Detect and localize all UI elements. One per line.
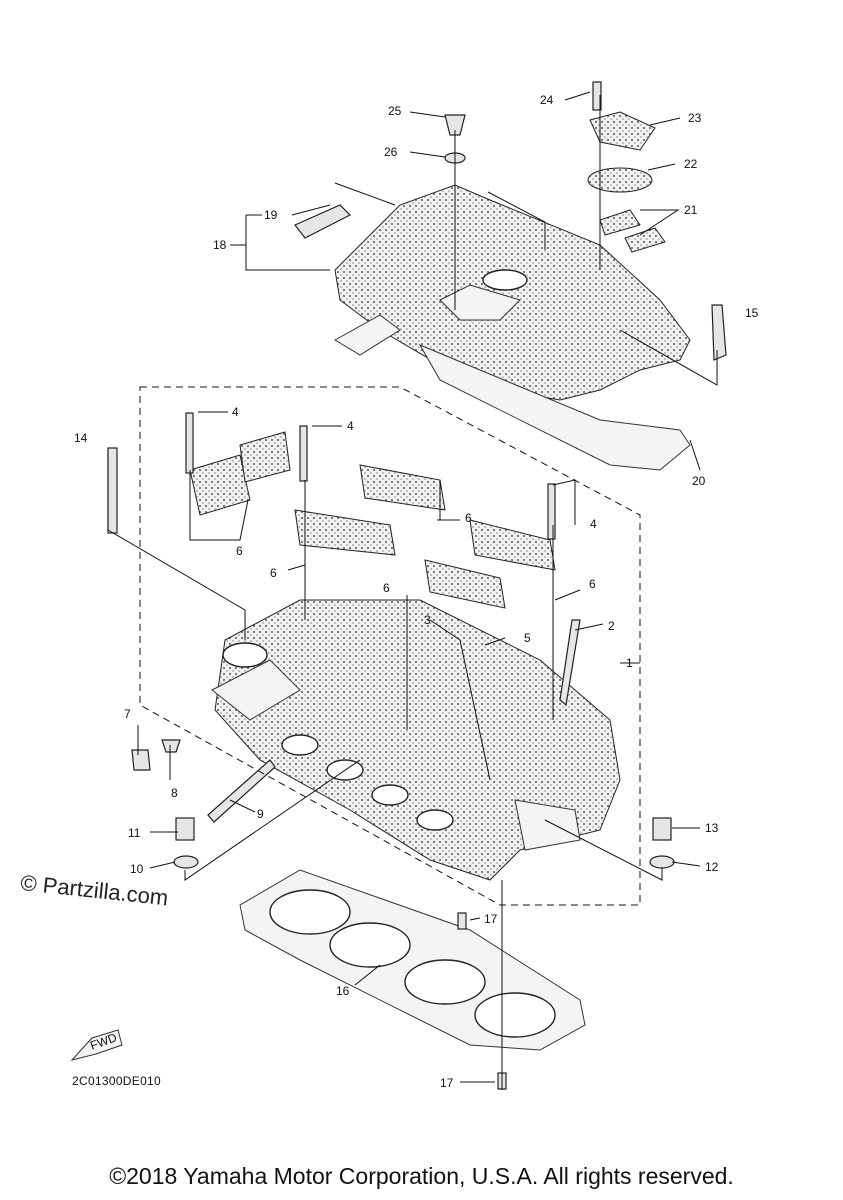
callout-6e: 6: [589, 577, 596, 591]
callout-26: 26: [384, 145, 398, 159]
callout-9: 9: [257, 807, 264, 821]
callout-6a: 6: [236, 544, 243, 558]
callout-7: 7: [124, 707, 131, 721]
callout-6d: 6: [383, 581, 390, 595]
callout-3: 3: [424, 613, 431, 627]
callouts: 1 2 3 4 4 4 5 6 6 6 6 6 7 8 9 10 11 12 1…: [74, 93, 759, 1090]
callout-11: 11: [128, 826, 141, 840]
callout-13: 13: [705, 821, 719, 835]
drawing-code: 2C01300DE010: [72, 1074, 162, 1088]
callout-21: 21: [684, 203, 698, 217]
cover-gasket: [418, 343, 691, 471]
callout-18: 18: [213, 238, 227, 252]
callout-12: 12: [705, 860, 719, 874]
small-parts: [131, 619, 675, 869]
callout-4c: 4: [590, 517, 597, 531]
leader-lines: [107, 91, 718, 1090]
callout-6b: 6: [270, 566, 277, 580]
callout-25: 25: [388, 104, 402, 118]
cylinder-head-cover: [334, 184, 691, 401]
callout-17a: 17: [484, 912, 498, 926]
callout-4a: 4: [232, 405, 239, 419]
callout-2: 2: [608, 619, 615, 633]
callout-23: 23: [688, 111, 702, 125]
callout-24: 24: [540, 93, 554, 107]
callout-1: 1: [626, 656, 633, 670]
breather-parts: [294, 81, 727, 361]
callout-8: 8: [171, 786, 178, 800]
callout-20: 20: [692, 474, 706, 488]
callout-10: 10: [130, 862, 144, 876]
callout-4b: 4: [347, 419, 354, 433]
callout-16: 16: [336, 984, 350, 998]
copyright-notice: ©2018 Yamaha Motor Corporation, U.S.A. A…: [109, 1163, 734, 1189]
callout-17b: 17: [440, 1076, 454, 1090]
callout-22: 22: [684, 157, 698, 171]
cylinder-head: [211, 599, 621, 881]
callout-15: 15: [745, 306, 759, 320]
head-gasket: [239, 869, 586, 1090]
fwd-arrow-icon: FWD: [70, 1029, 123, 1061]
callout-19: 19: [264, 208, 278, 222]
callout-14: 14: [74, 431, 88, 445]
callout-6c: 6: [465, 511, 472, 525]
callout-5: 5: [524, 631, 531, 645]
camshaft-caps: [107, 412, 556, 609]
